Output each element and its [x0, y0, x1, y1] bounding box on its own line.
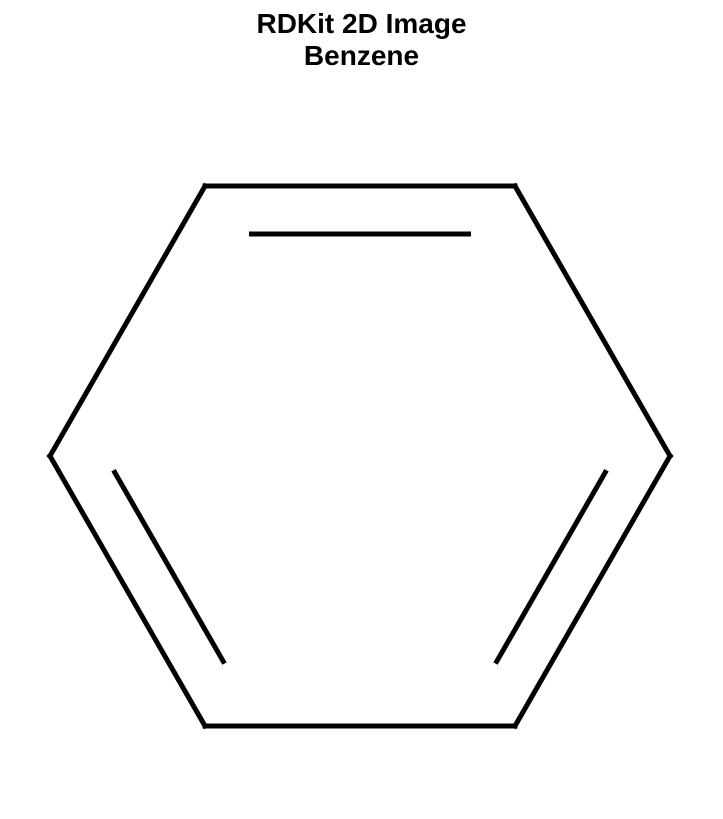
- bond-4-inner-line: [111, 468, 227, 665]
- figure-title: RDKit 2D Image: [256, 8, 467, 39]
- bond-5-outer-line: [46, 182, 209, 460]
- bond-1-outer-line: [511, 182, 674, 460]
- molecule-name: Benzene: [303, 40, 420, 71]
- bond-2-outer-line: [511, 452, 674, 730]
- bond-4-outer-line: [46, 452, 209, 730]
- bond-2-inner-line: [493, 468, 609, 665]
- figure-title-block: RDKit 2D Image Benzene: [0, 8, 723, 72]
